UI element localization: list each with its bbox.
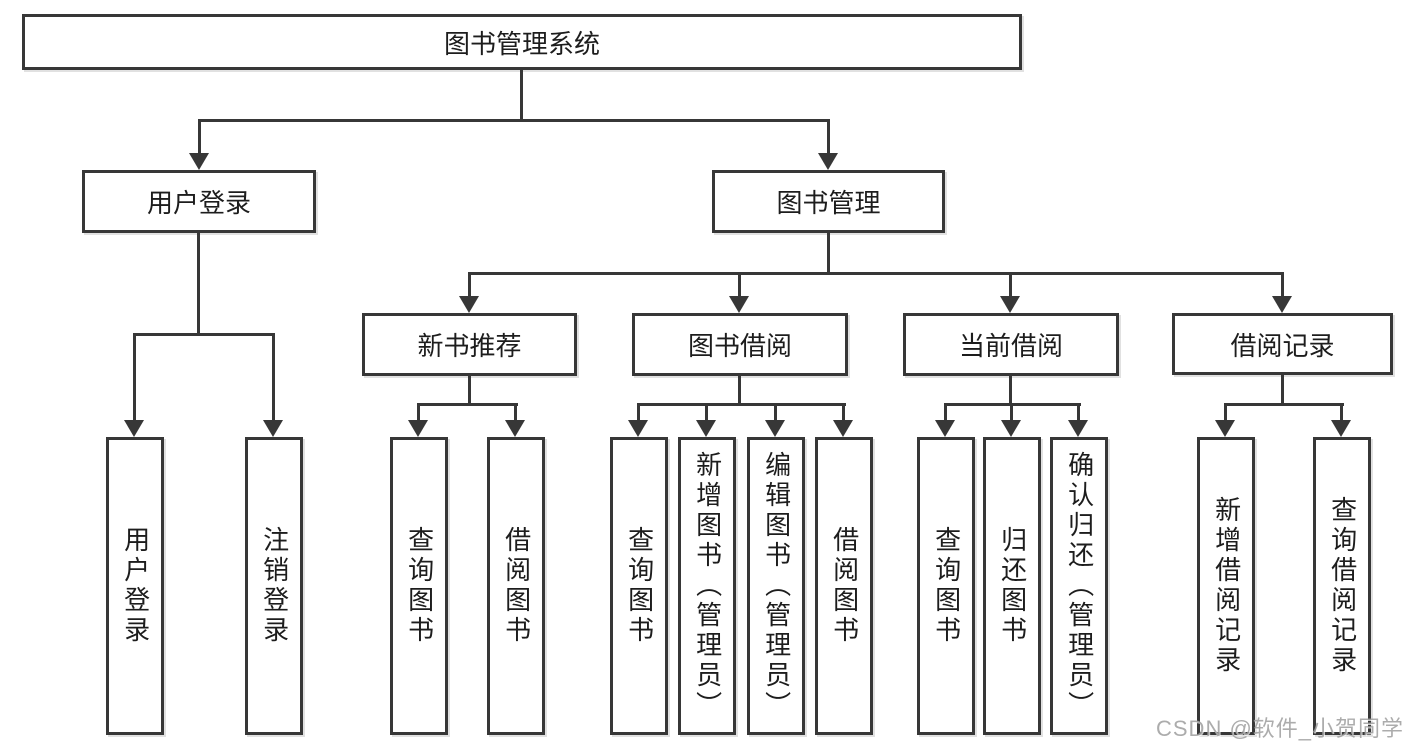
connector-line bbox=[1009, 272, 1012, 299]
connector-line bbox=[1340, 403, 1343, 423]
arrow-down-icon bbox=[505, 420, 525, 437]
node-label: 注销登录 bbox=[259, 526, 290, 646]
node-label: 查询图书 bbox=[931, 526, 962, 646]
connector-line bbox=[417, 403, 420, 423]
leaf-user-login: 用户登录 bbox=[106, 437, 164, 735]
connector-line bbox=[637, 403, 846, 406]
connector-line bbox=[514, 403, 517, 423]
arrow-down-icon bbox=[696, 420, 716, 437]
arrow-down-icon bbox=[1272, 296, 1292, 313]
arrow-down-icon bbox=[1068, 420, 1088, 437]
leaf-add-books-admin: 新增图书（管理员） bbox=[678, 437, 736, 735]
node-label: 编辑图书（管理员） bbox=[761, 451, 792, 721]
leaf-borrow-books-1: 借阅图书 bbox=[487, 437, 545, 735]
connector-line bbox=[1077, 403, 1080, 423]
node-label: 借阅记录 bbox=[1230, 330, 1335, 361]
watermark: CSDN @软件_小贺同学 bbox=[1156, 716, 1405, 741]
leaf-logout: 注销登录 bbox=[245, 437, 303, 735]
arrow-down-icon bbox=[765, 420, 785, 437]
arrow-down-icon bbox=[408, 420, 428, 437]
arrow-down-icon bbox=[935, 420, 955, 437]
arrow-down-icon bbox=[1215, 420, 1235, 437]
arrow-down-icon bbox=[628, 420, 648, 437]
node-label: 查询借阅记录 bbox=[1327, 496, 1358, 676]
leaf-query-books-1: 查询图书 bbox=[390, 437, 448, 735]
connector-line bbox=[1224, 403, 1344, 406]
arrow-down-icon bbox=[729, 296, 749, 313]
connector-line bbox=[272, 333, 275, 423]
arrow-down-icon bbox=[459, 296, 479, 313]
connector-line bbox=[705, 403, 708, 423]
node-label: 归还图书 bbox=[997, 526, 1028, 646]
node-label: 图书借阅 bbox=[687, 331, 792, 361]
connector-line bbox=[468, 272, 471, 299]
node-label: 图书管理 bbox=[776, 188, 881, 218]
connector-line bbox=[197, 233, 200, 336]
node-user-login: 用户登录 bbox=[82, 170, 316, 233]
connector-line bbox=[133, 333, 275, 336]
arrow-down-icon bbox=[263, 420, 283, 437]
connector-line bbox=[417, 403, 518, 406]
leaf-return-books: 归还图书 bbox=[983, 437, 1041, 735]
node-current-borrowing: 当前借阅 bbox=[903, 313, 1119, 376]
node-label: 查询图书 bbox=[404, 526, 435, 646]
connector-line bbox=[1010, 403, 1013, 423]
connector-line bbox=[827, 119, 830, 156]
connector-line bbox=[1009, 376, 1012, 406]
node-library-management-system: 图书管理系统 bbox=[22, 14, 1022, 70]
leaf-confirm-return-admin: 确认归还（管理员） bbox=[1050, 437, 1108, 735]
node-book-borrowing: 图书借阅 bbox=[632, 313, 848, 376]
arrow-down-icon bbox=[189, 153, 209, 170]
node-label: 当前借阅 bbox=[958, 331, 1063, 361]
connector-line bbox=[468, 272, 1284, 275]
connector-line bbox=[738, 272, 741, 299]
connector-line bbox=[774, 403, 777, 423]
connector-line bbox=[637, 403, 640, 423]
connector-line bbox=[1281, 272, 1284, 299]
leaf-query-books-2: 查询图书 bbox=[610, 437, 668, 735]
connector-line bbox=[198, 119, 201, 156]
node-borrowing-records: 借阅记录 bbox=[1172, 313, 1393, 375]
connector-line bbox=[827, 233, 830, 275]
connector-line bbox=[738, 376, 741, 406]
arrow-down-icon bbox=[818, 153, 838, 170]
leaf-query-borrow-record: 查询借阅记录 bbox=[1313, 437, 1371, 735]
arrow-down-icon bbox=[1001, 420, 1021, 437]
node-label: 查询图书 bbox=[624, 526, 655, 646]
connector-line bbox=[842, 403, 845, 423]
leaf-edit-books-admin: 编辑图书（管理员） bbox=[747, 437, 805, 735]
node-label: 新增图书（管理员） bbox=[692, 451, 723, 721]
connector-line bbox=[468, 376, 471, 406]
connector-line bbox=[1281, 375, 1284, 406]
node-book-management: 图书管理 bbox=[712, 170, 945, 233]
node-label: 新书推荐 bbox=[417, 331, 522, 361]
node-label: 借阅图书 bbox=[501, 526, 532, 646]
connector-line bbox=[1224, 403, 1227, 423]
connector-line bbox=[133, 333, 136, 423]
node-label: 图书管理系统 bbox=[443, 28, 600, 59]
leaf-borrow-books-2: 借阅图书 bbox=[815, 437, 873, 735]
node-label: 借阅图书 bbox=[829, 526, 860, 646]
node-label: 用户登录 bbox=[120, 526, 151, 646]
node-label: 新增借阅记录 bbox=[1211, 496, 1242, 676]
connector-line bbox=[520, 70, 523, 122]
leaf-query-books-3: 查询图书 bbox=[917, 437, 975, 735]
leaf-add-borrow-record: 新增借阅记录 bbox=[1197, 437, 1255, 735]
node-label: 用户登录 bbox=[146, 188, 251, 218]
connector-line bbox=[944, 403, 947, 423]
arrow-down-icon bbox=[1331, 420, 1351, 437]
arrow-down-icon bbox=[1000, 296, 1020, 313]
arrow-down-icon bbox=[833, 420, 853, 437]
connector-line bbox=[198, 119, 829, 122]
node-label: 确认归还（管理员） bbox=[1064, 451, 1095, 721]
arrow-down-icon bbox=[124, 420, 144, 437]
node-new-book-recommendation: 新书推荐 bbox=[362, 313, 577, 376]
